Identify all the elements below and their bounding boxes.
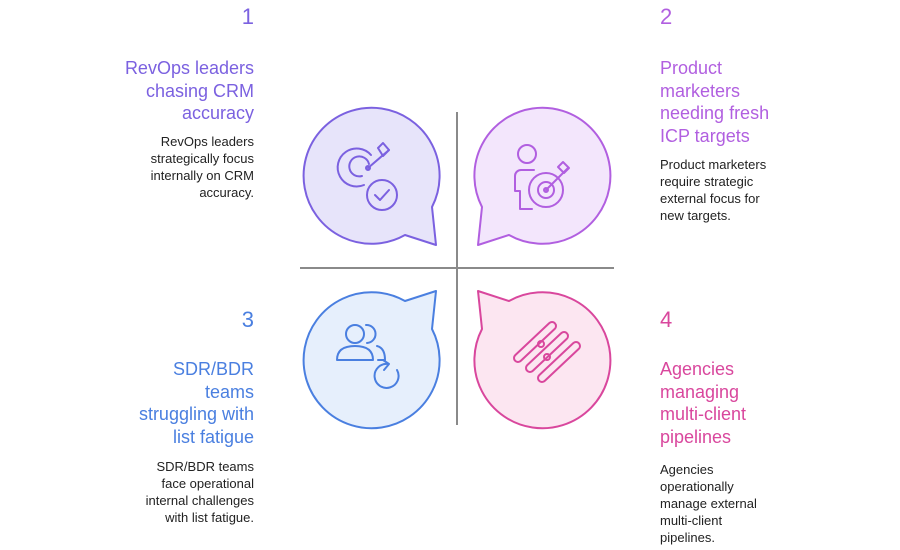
quadrant-3-description: SDR/BDR teams face operational internal …	[145, 459, 254, 525]
quadrant-2-description: Product marketers require strategic exte…	[660, 157, 767, 223]
quadrant-4-description: Agencies operationally manage external m…	[660, 462, 757, 545]
pipelines-icon	[513, 321, 581, 383]
quadrant-1-number: 1	[241, 4, 254, 29]
quadrant-3-number: 3	[241, 307, 254, 332]
users-refresh-icon	[336, 323, 400, 389]
person-target-icon	[514, 144, 570, 210]
quadrant-2-title: Product marketers needing fresh ICP targ…	[660, 58, 770, 146]
bubble-4	[473, 290, 612, 430]
quadrant-3-title: SDR/BDR teams struggling with list fatig…	[138, 359, 254, 447]
quadrant-4-title: Agencies managing multi-client pipelines	[660, 359, 747, 447]
quadrant-1-title: RevOps leaders chasing CRM accuracy	[124, 58, 254, 123]
target-check-icon	[336, 142, 398, 211]
bubble-2	[473, 106, 612, 246]
quadrant-2-number: 2	[660, 4, 673, 29]
quadrant-1-description: RevOps leaders strategically focus inter…	[150, 134, 254, 200]
bubble-3	[302, 290, 441, 430]
quadrant-4-number: 4	[660, 307, 673, 332]
bubble-1	[302, 106, 441, 246]
